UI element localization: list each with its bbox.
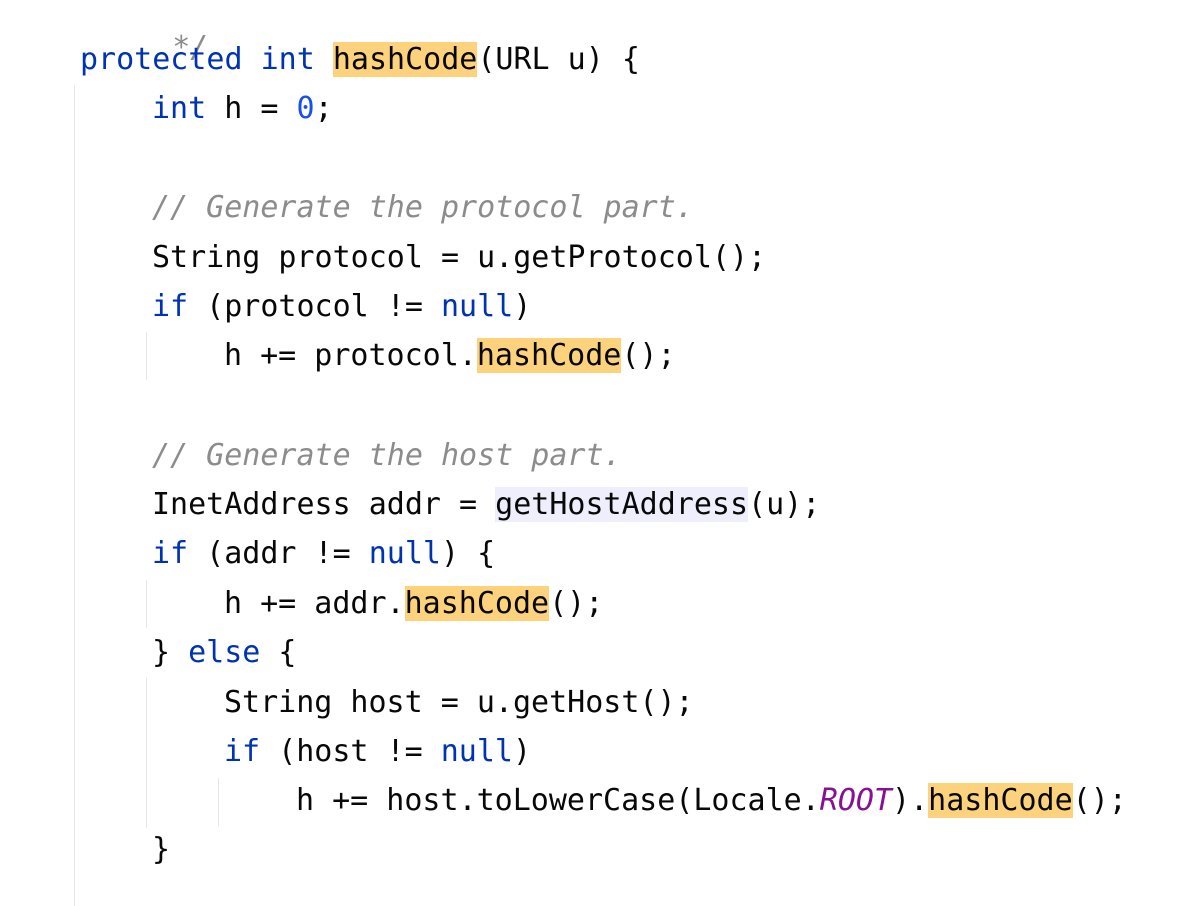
comment-token: */: [172, 30, 209, 65]
keyword-token: null: [440, 734, 513, 769]
keyword-token: int: [260, 42, 315, 77]
code-text: h += addr.: [224, 586, 405, 621]
code-text: (protocol !=: [188, 289, 441, 324]
code-text: String host = u.getHost();: [224, 685, 694, 720]
number-token: 0: [296, 91, 315, 126]
code-line-string-host: String host = u.getHost();: [224, 683, 694, 723]
code-line-comment-end: */: [100, 0, 208, 65]
code-text: ).: [892, 783, 929, 818]
method-call-highlighted[interactable]: hashCode: [476, 338, 622, 373]
code-text: ) {: [441, 536, 496, 571]
code-text: h += host.toLowerCase(Locale.: [296, 783, 820, 818]
code-text: }: [152, 635, 189, 670]
code-line-else: } else {: [152, 633, 297, 673]
code-line-comment-host: // Generate the host part.: [152, 436, 622, 476]
code-text: (addr !=: [188, 536, 369, 571]
code-text: ();: [621, 338, 676, 373]
indent-guide: [218, 778, 219, 826]
keyword-token: null: [441, 289, 514, 324]
code-text: h += protocol.: [224, 338, 477, 373]
comment-token: // Generate the protocol part.: [152, 190, 694, 225]
code-line-comment-protocol: // Generate the protocol part.: [152, 188, 694, 228]
code-line-if-protocol: if (protocol != null): [152, 287, 531, 327]
code-line-if-addr: if (addr != null) {: [152, 534, 495, 574]
code-line-inetaddress: InetAddress addr = getHostAddress(u);: [152, 485, 820, 525]
method-name-highlighted[interactable]: hashCode: [332, 42, 478, 77]
keyword-token: if: [152, 289, 189, 324]
static-field-token: ROOT: [819, 783, 893, 818]
code-text: (URL u) {: [477, 42, 640, 77]
keyword-token: if: [224, 734, 261, 769]
indent-guide: [146, 678, 147, 828]
keyword-token: else: [188, 635, 261, 670]
code-text: ): [513, 734, 532, 769]
code-text: (host !=: [260, 734, 441, 769]
code-text: ): [513, 289, 532, 324]
indent-guide: [146, 580, 147, 628]
code-line-if-host: if (host != null): [224, 732, 531, 772]
code-text: }: [152, 832, 171, 867]
code-text: ();: [1072, 783, 1127, 818]
keyword-token: if: [152, 536, 189, 571]
method-call-highlighted[interactable]: hashCode: [928, 783, 1073, 818]
code-line-host-hashcode: h += host.toLowerCase(Locale.ROOT).hashC…: [296, 781, 1127, 821]
method-call-highlighted[interactable]: hashCode: [404, 586, 550, 621]
code-text: h =: [206, 91, 297, 126]
code-line-close-brace: }: [152, 830, 170, 870]
comment-token: // Generate the host part.: [152, 438, 622, 473]
code-line-method-signature: protected int hashCode(URL u) {: [80, 40, 640, 80]
keyword-token: protected: [80, 42, 243, 77]
keyword-token: null: [368, 536, 441, 571]
code-line-string-protocol: String protocol = u.getProtocol();: [152, 238, 766, 278]
indent-guide: [146, 332, 147, 380]
method-call-soft-highlighted[interactable]: getHostAddress: [495, 487, 749, 522]
indent-guide: [74, 85, 75, 906]
code-text: {: [260, 635, 297, 670]
code-text: ();: [549, 586, 604, 621]
code-line-int-h: int h = 0;: [152, 89, 333, 129]
code-text: ;: [314, 91, 333, 126]
code-text: String protocol = u.getProtocol();: [152, 240, 767, 275]
code-line-addr-hashcode: h += addr.hashCode();: [224, 584, 603, 624]
code-text: InetAddress addr =: [152, 487, 496, 522]
code-text: (u);: [748, 487, 821, 522]
code-line-protocol-hashcode: h += protocol.hashCode();: [224, 336, 676, 376]
keyword-token: int: [152, 91, 207, 126]
